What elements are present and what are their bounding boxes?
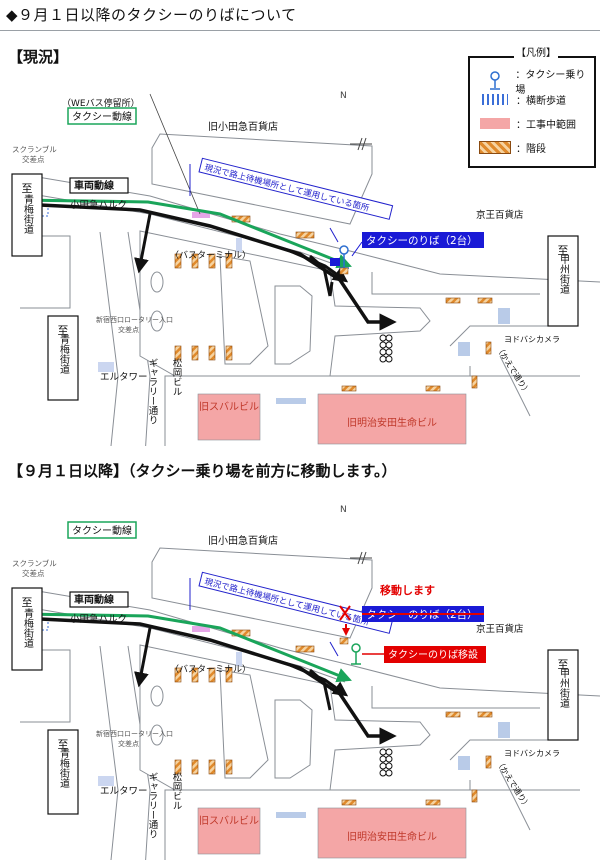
legend-label-taxi-stand: ：タクシー乗り場 (515, 70, 586, 96)
bus-terminal-label: （バスターミナル） (170, 250, 251, 261)
map-current: 現況で路上待機場所として運用している箇所 タクシーのりば（2台） （WEバス停留… (11, 91, 600, 446)
to-ome-mark-2: 至 (58, 324, 69, 337)
odakyu-dept-label: 旧小田急百貨店 (208, 120, 278, 133)
title-divider (0, 30, 600, 31)
legend-title: 【凡例】 (514, 44, 558, 59)
vehicle-route-label: 車両動線 (74, 179, 114, 192)
section-heading-after: 【９月１日以降】（タクシー乗り場を前方に移動します。） (8, 462, 397, 480)
removed-stand-cross-icon (339, 605, 351, 621)
legend-box: ：タクシー乗り場 ：横断歩道 ：工事中範囲 ：階段 (468, 56, 596, 168)
to-koshu-label: 甲州街道 (558, 254, 570, 294)
to-koshu-mark: 至 (558, 244, 569, 257)
map-after: 現況で路上待機場所として運用している箇所 タクシーのりば（2台） 移動します タ… (11, 505, 600, 860)
section-heading-current: 【現況】 (8, 48, 69, 66)
odakyu-dept-label-after: 旧小田急百貨店 (208, 534, 278, 547)
stairs-icon (479, 141, 511, 154)
yodobashi-label-after: ヨドバシカメラ (504, 749, 560, 758)
scramble-label-after: スクランブル (12, 558, 57, 568)
kamome-street-label-after: （かえで通り） (494, 758, 532, 811)
moving-label: 移動します (380, 583, 435, 597)
legend-label-crosswalk: ：横断歩道 (516, 96, 566, 107)
legend-item-crosswalk: ：横断歩道 (478, 92, 566, 107)
new-taxi-stand-icon (339, 637, 361, 665)
to-ome-label-after-2: 青梅街道 (58, 747, 70, 788)
legend-label-construction: ：工事中範囲 (516, 120, 576, 131)
odakyu-halc-label: 小田急ハルク (70, 199, 127, 211)
subaru-bldg-label-after: 旧スバルビル (199, 815, 259, 827)
construction-area-icon (480, 118, 510, 129)
scramble-label: スクランブル (12, 144, 57, 154)
we-bus-stop-label: （WEバス停留所） (62, 97, 140, 109)
page-title: ◆９月１日以降のタクシーのりばについて (6, 6, 297, 24)
legend-item-stairs: ：階段 (478, 140, 546, 155)
meiji-yasuda-label: 旧明治安田生命ビル (347, 416, 437, 429)
to-koshu-mark-after: 至 (558, 658, 569, 671)
subaru-bldg-label: 旧スバルビル (199, 401, 259, 413)
rotary-label: 新宿西口ロータリー入口 (96, 315, 173, 324)
north-indicator: N (340, 91, 347, 101)
to-ome-label-2: 青梅街道 (58, 333, 70, 374)
to-ome-mark-after-2: 至 (58, 738, 69, 751)
scramble-label-after-2: 交差点 (22, 568, 45, 578)
legend-label-stairs: ：階段 (516, 144, 546, 155)
bus-terminal-label-after: （バスターミナル） (170, 664, 251, 675)
matsuoka-bldg-label: 松岡ビル (171, 357, 183, 396)
to-ome-mark-after: 至 (22, 596, 33, 609)
keio-dept-label-after: 京王百貨店 (476, 623, 524, 635)
legend-item-taxi-stand: ：タクシー乗り場 (478, 66, 594, 96)
taxi-stand-icon (478, 71, 511, 90)
rotary-label-after-2: 交差点 (118, 739, 139, 748)
gallery-street-label: ギャラリー通り (147, 358, 159, 425)
odakyu-halc-label-after: 小田急ハルク (70, 613, 127, 625)
to-ome-label: 青梅街道 (22, 193, 34, 234)
to-koshu-label-after: 甲州街道 (558, 668, 570, 708)
gallery-street-label-after: ギャラリー通り (147, 772, 159, 839)
rotary-label-2: 交差点 (118, 325, 139, 334)
scramble-label-2: 交差点 (22, 154, 45, 164)
meiji-yasuda-label-after: 旧明治安田生命ビル (347, 830, 437, 843)
yodobashi-label: ヨドバシカメラ (504, 335, 560, 344)
north-indicator-after: N (340, 505, 347, 515)
to-ome-label-after: 青梅街道 (22, 607, 34, 648)
crosswalk-icon (482, 94, 508, 105)
relocation-label: タクシーのりば移設 (388, 648, 478, 661)
taxi-stand-label-current: タクシーのりば（2台） (366, 234, 478, 247)
taxi-route-label: タクシー動線 (72, 110, 132, 123)
keio-dept-label: 京王百貨店 (476, 209, 524, 221)
vehicle-route-label-after: 車両動線 (74, 593, 114, 606)
taxi-route-label-after: タクシー動線 (72, 524, 132, 537)
rotary-label-after: 新宿西口ロータリー入口 (96, 729, 173, 738)
elle-tower-label-after: エルタワー (100, 786, 148, 797)
elle-tower-label: エルタワー (100, 372, 148, 383)
matsuoka-bldg-label-after: 松岡ビル (171, 771, 183, 810)
to-ome-mark: 至 (22, 182, 33, 195)
legend-item-construction: ：工事中範囲 (478, 116, 576, 131)
kamome-street-label: （かえで通り） (494, 344, 532, 397)
